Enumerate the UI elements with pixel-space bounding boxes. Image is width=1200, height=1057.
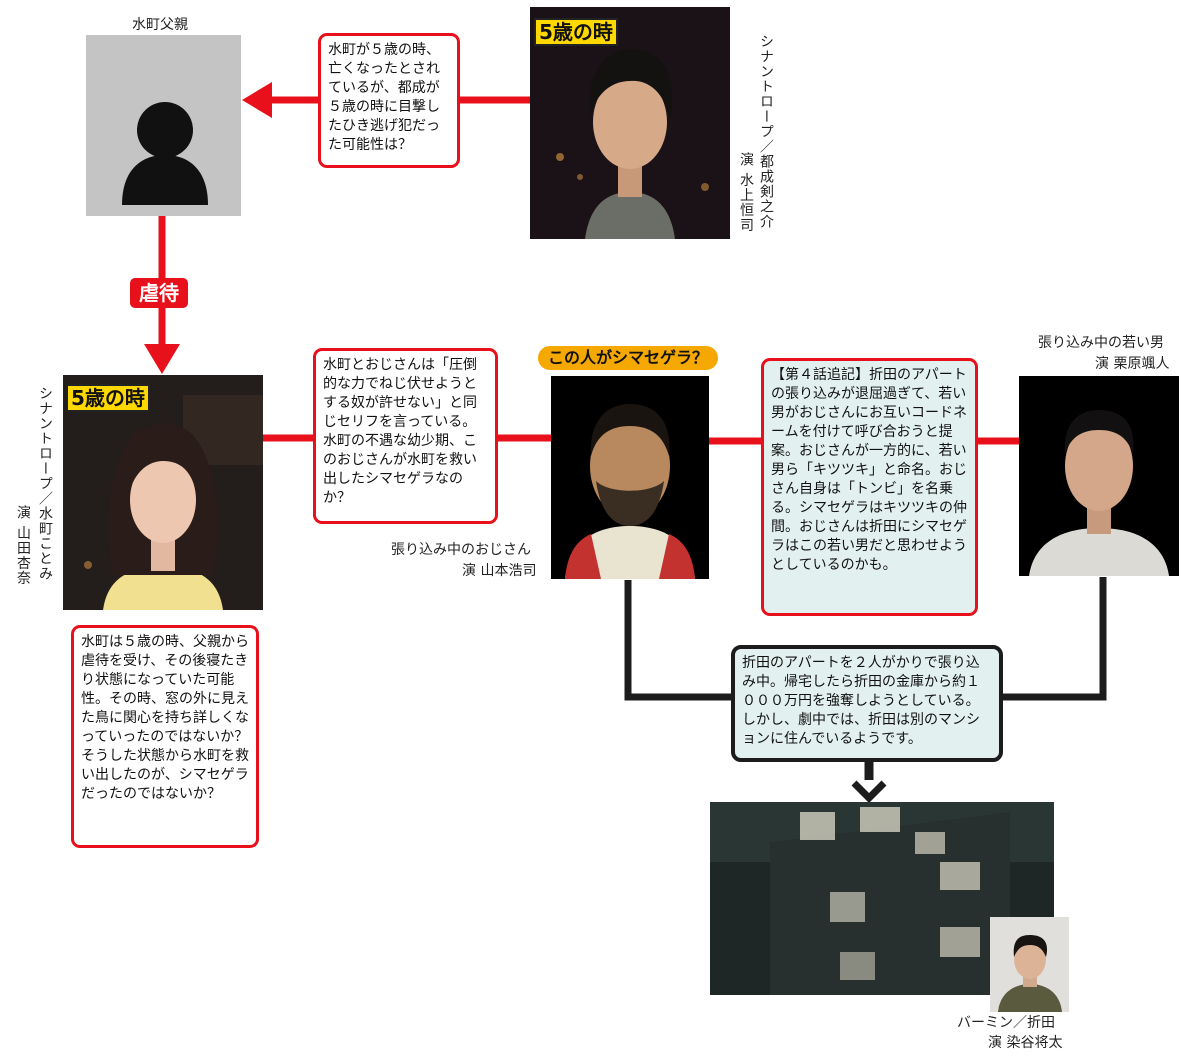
mizumachi-actor-label: 演 山田杏奈 xyxy=(15,505,31,586)
arrowhead-to-mizumachi xyxy=(144,344,180,374)
orita-inset-photo xyxy=(990,917,1069,1012)
tsunari-role-label: シナントロープ／都成剣之介 xyxy=(758,34,774,229)
ojisan-role-label: 張り込み中のおじさん xyxy=(391,542,531,558)
youngman-actor-label: 演 栗原颯人 xyxy=(1095,356,1170,372)
apartment-building-photo xyxy=(710,802,1054,995)
youngman-role-label: 張り込み中の若い男 xyxy=(1038,335,1164,351)
arrowhead-to-building xyxy=(851,780,887,803)
mizumachi-age-badge: 5歳の時 xyxy=(66,384,150,412)
tsunari-actor-label: 演 水上恒司 xyxy=(738,152,754,233)
youngman-photo xyxy=(1019,376,1179,576)
note-stakeout: 折田のアパートを２人がかりで張り込み中。帰宅したら折田の金庫から約１０００万円を… xyxy=(731,645,1003,762)
young-tsunari-photo xyxy=(530,7,730,239)
ojisan-actor-label: 演 山本浩司 xyxy=(462,563,537,579)
note-mizumachi-childhood: 水町は５歳の時、父親から虐待を受け、その後寝たきり状態になっていた可能性。その時… xyxy=(71,625,259,848)
note-same-line: 水町とおじさんは「圧倒的な力でねじ伏せようとする奴が許せない」と同じセリフを言っ… xyxy=(313,348,498,524)
shimasegera-question-badge: この人がシマセゲラ？ xyxy=(538,346,719,370)
mizumachi-role-label: シナントロープ／水町ことみ xyxy=(37,386,53,581)
arrowhead-to-father xyxy=(242,82,272,118)
father-placeholder-photo xyxy=(86,35,241,216)
young-tsunari-age-badge: 5歳の時 xyxy=(534,18,618,46)
note-father-hitandrun: 水町が５歳の時、亡くなったとされているが、都成が５歳の時に目撃したひき逃げ犯だっ… xyxy=(318,33,460,168)
orita-role-label: バーミン／折田 xyxy=(957,1015,1055,1031)
note-episode4-addendum: 【第４話追記】折田のアパートの張り込みが退屈過ぎて、若い男がおじさんにお互いコー… xyxy=(761,358,978,616)
orita-actor-label: 演 染谷将太 xyxy=(988,1035,1063,1051)
mizumachi-photo xyxy=(63,375,263,610)
person-silhouette-icon xyxy=(122,102,208,205)
abuse-tag: 虐待 xyxy=(130,278,188,308)
father-label: 水町父親 xyxy=(132,17,188,33)
ojisan-photo xyxy=(551,376,709,579)
